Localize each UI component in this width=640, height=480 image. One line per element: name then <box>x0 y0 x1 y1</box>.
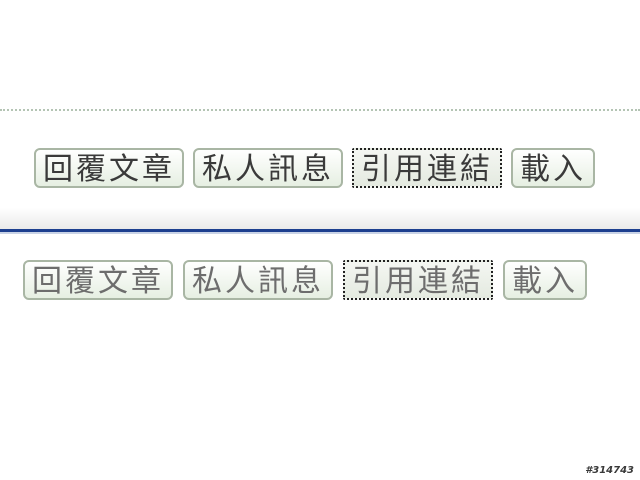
trackback-link-button[interactable]: 引用連結 <box>352 148 502 188</box>
dotted-divider <box>0 109 640 111</box>
post-toolbar-top: 回覆文章私人訊息引用連結載入 <box>34 148 604 188</box>
image-watermark: #314743 <box>585 465 634 476</box>
section-gradient-band <box>0 208 640 230</box>
trackback-link-button[interactable]: 引用連結 <box>343 260 493 300</box>
private-message-button[interactable]: 私人訊息 <box>183 260 333 300</box>
load-button[interactable]: 載入 <box>511 148 595 188</box>
reply-button[interactable]: 回覆文章 <box>34 148 184 188</box>
reply-button[interactable]: 回覆文章 <box>23 260 173 300</box>
blue-divider <box>0 229 640 234</box>
load-button[interactable]: 載入 <box>503 260 587 300</box>
private-message-button[interactable]: 私人訊息 <box>193 148 343 188</box>
post-toolbar-bottom: 回覆文章私人訊息引用連結載入 <box>23 260 597 300</box>
